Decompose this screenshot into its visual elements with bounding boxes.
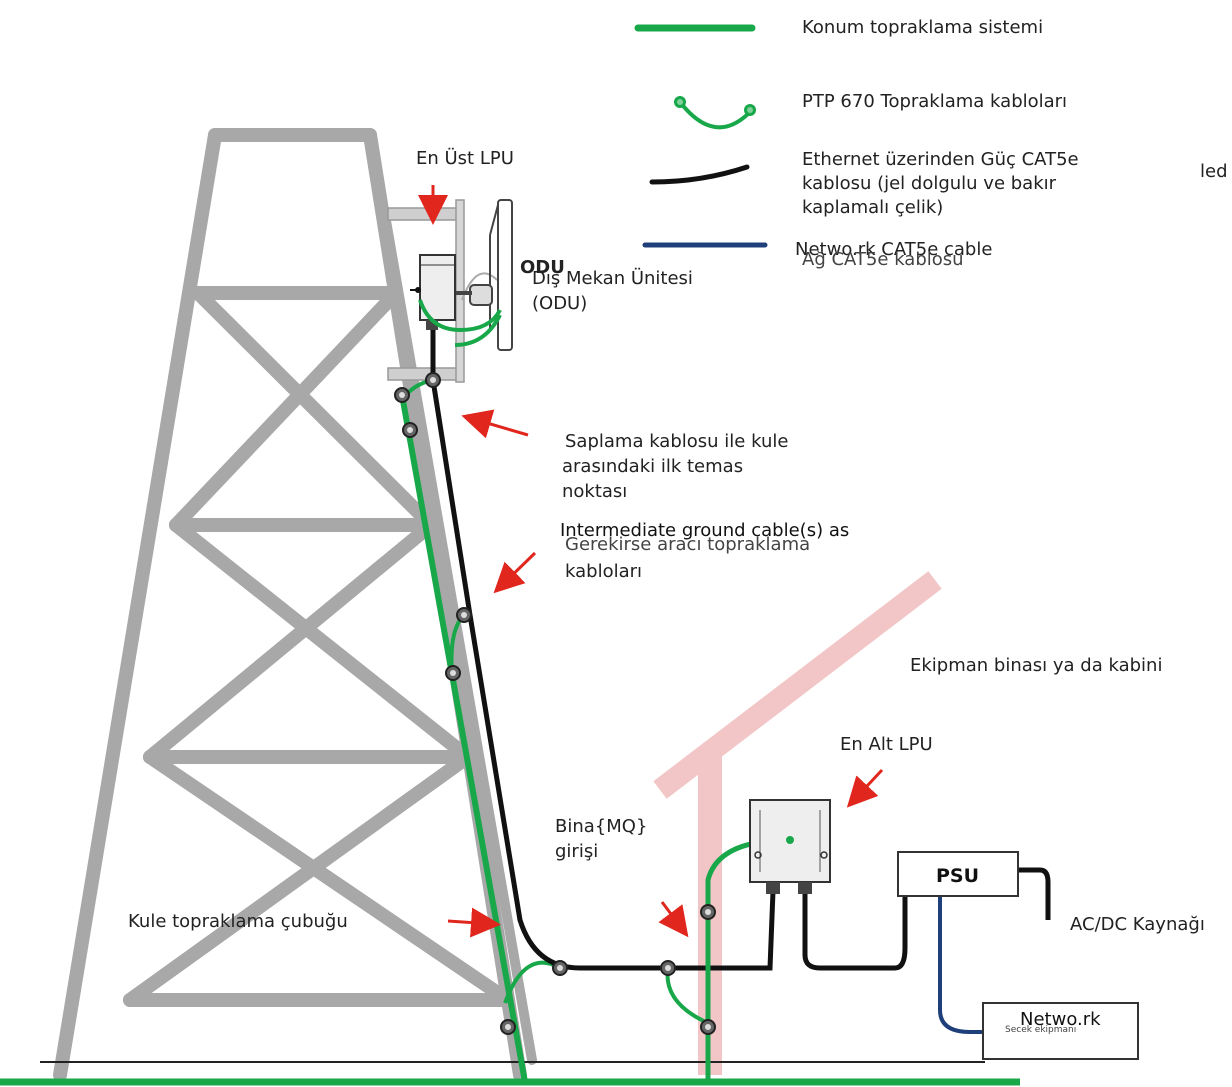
acdc-cable xyxy=(1018,867,1051,920)
building-label: Ekipman binası ya da kabini xyxy=(910,655,1163,676)
tower-ground-bar-label: Kule topraklama çubuğu xyxy=(128,911,348,932)
legend-site-grounding-label: Konum topraklama sistemi xyxy=(802,17,1044,38)
arrow-ground-bar xyxy=(447,907,501,938)
legend-poe-label-line1: Ethernet üzerinden Güç CAT5e xyxy=(802,149,1079,170)
first-contact-label-line1: Saplama kablosu ile kule xyxy=(565,431,789,452)
psu-box xyxy=(897,851,1019,897)
network-box-under-label: Secek ekipmanı xyxy=(1005,1025,1077,1035)
psu-label: PSU xyxy=(936,865,980,887)
legend-network-label-en: Netwo.rk CAT5e cable xyxy=(795,239,993,260)
building-entry-label-line2: girişi xyxy=(555,841,599,862)
ground-clamps xyxy=(394,372,716,1035)
first-contact-label-line3: noktası xyxy=(562,481,628,502)
legend-swatch-poe xyxy=(649,164,750,185)
acdc-source-label: AC/DC Kaynağı xyxy=(1070,914,1205,935)
tower xyxy=(53,128,537,1082)
top-lpu-label: En Üst LPU xyxy=(416,148,514,169)
network-cable xyxy=(938,895,985,1034)
legend-swatch-ptp-ground xyxy=(674,96,756,130)
first-contact-label-line2: arasındaki ilk temas xyxy=(562,456,744,477)
arrow-intermediate xyxy=(493,551,537,594)
callout-arrows xyxy=(418,185,884,938)
intermediate-label-tr-line2: kabloları xyxy=(565,561,643,582)
legend-fragment: led xyxy=(1200,161,1228,182)
odu-full-label-line1: Dış Mekan Ünitesi xyxy=(532,268,693,289)
building-entry-label-line1: Bina{MQ} xyxy=(555,816,648,837)
legend-poe-label-line2: kablosu (jel dolgulu ve bakır xyxy=(802,173,1057,194)
arrow-building-entry xyxy=(658,901,689,938)
poe-cable-psu xyxy=(802,840,908,971)
legend-ptp-ground-label: PTP 670 Topraklama kabloları xyxy=(802,91,1068,112)
arrow-first-contact xyxy=(461,409,529,439)
legend-network-label-tr: Ağ CAT5e kablosu xyxy=(802,249,964,270)
odu-short-label: ODU xyxy=(520,257,565,278)
bottom-lpu xyxy=(749,799,831,894)
network-equipment-box xyxy=(982,1002,1139,1060)
bottom-lpu-label: En Alt LPU xyxy=(840,734,933,755)
odu-full-label-line2: (ODU) xyxy=(532,293,588,314)
poe-cable xyxy=(430,330,778,971)
intermediate-label-tr-line1: Gerekirse aracı topraklama xyxy=(565,534,811,555)
tower-ground-cable xyxy=(399,394,528,1083)
arrow-bottom-lpu xyxy=(846,768,884,808)
intermediate-label-en: Intermediate ground cable(s) as xyxy=(560,520,850,541)
legend-swatches xyxy=(634,24,768,248)
network-box-label: Netwo.rk xyxy=(1020,1009,1101,1030)
legend-poe-label-line3: kaplamalı çelik) xyxy=(802,197,944,218)
